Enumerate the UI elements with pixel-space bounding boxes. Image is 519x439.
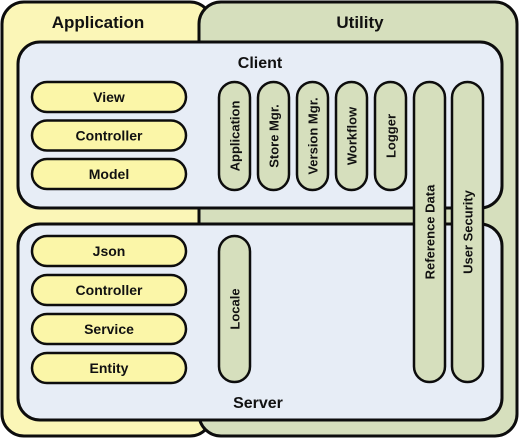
server-layer-json: Json	[30, 234, 188, 268]
client-layer-view-label: View	[93, 89, 125, 105]
server-utility-locale-shape	[217, 234, 252, 384]
client-title: Client	[238, 55, 283, 72]
client-utility-application-label: Application	[228, 101, 243, 172]
client-utility-logger: Logger	[373, 80, 408, 192]
client-layer-model-label: Model	[89, 166, 129, 182]
server-layer-entity-shape	[30, 351, 188, 385]
server-layer-entity-label: Entity	[90, 360, 129, 376]
client-utility-store-mgr: Store Mgr.	[256, 80, 291, 192]
client-utility-store-mgr-shape	[256, 80, 291, 192]
client-utility-application-shape	[217, 80, 252, 192]
server-utility-locale-label: Locale	[228, 288, 243, 329]
client-utility-logger-label: Logger	[384, 114, 399, 158]
shared-user-security-shape	[450, 80, 485, 384]
server-layer-entity: Entity	[30, 351, 188, 385]
client-utility-workflow: Workflow	[334, 80, 369, 192]
client-utility-version-mgr-label: Version Mgr.	[306, 97, 321, 174]
client-layer-view-shape	[30, 80, 188, 114]
client-utility-workflow-label: Workflow	[345, 106, 360, 165]
server-layer-controller: Controller	[30, 273, 188, 307]
server-utility-locale: Locale	[217, 234, 252, 384]
client-layer-model-shape	[30, 157, 188, 191]
shared-user-security: User Security	[450, 80, 485, 384]
server-layer-service-label: Service	[84, 321, 134, 337]
client-utility-version-mgr: Version Mgr.	[295, 80, 330, 192]
server-layer-controller-label: Controller	[76, 282, 143, 298]
server-title: Server	[233, 395, 283, 412]
server-layer-service-shape	[30, 312, 188, 346]
server-layer-service: Service	[30, 312, 188, 346]
shared-reference-data-shape	[412, 80, 447, 384]
shared-reference-data-label: Reference Data	[423, 184, 438, 279]
server-layer-json-label: Json	[93, 243, 126, 259]
client-utility-logger-shape	[373, 80, 408, 192]
client-layer-controller-label: Controller	[76, 128, 143, 144]
client-layer-model: Model	[30, 157, 188, 191]
client-utility-application: Application	[217, 80, 252, 192]
client-layer-controller: Controller	[30, 119, 188, 152]
client-layer-view: View	[30, 80, 188, 114]
client-utility-store-mgr-label: Store Mgr.	[267, 104, 282, 168]
client-utility-workflow-shape	[334, 80, 369, 192]
shared-reference-data: Reference Data	[412, 80, 447, 384]
server-layer-json-shape	[30, 234, 188, 268]
client-utility-version-mgr-shape	[295, 80, 330, 192]
server-layer-controller-shape	[30, 273, 188, 307]
utility-title: Utility	[336, 13, 384, 32]
client-layer-controller-shape	[30, 119, 188, 152]
application-title: Application	[52, 13, 145, 32]
shared-user-security-label: User Security	[461, 189, 476, 274]
